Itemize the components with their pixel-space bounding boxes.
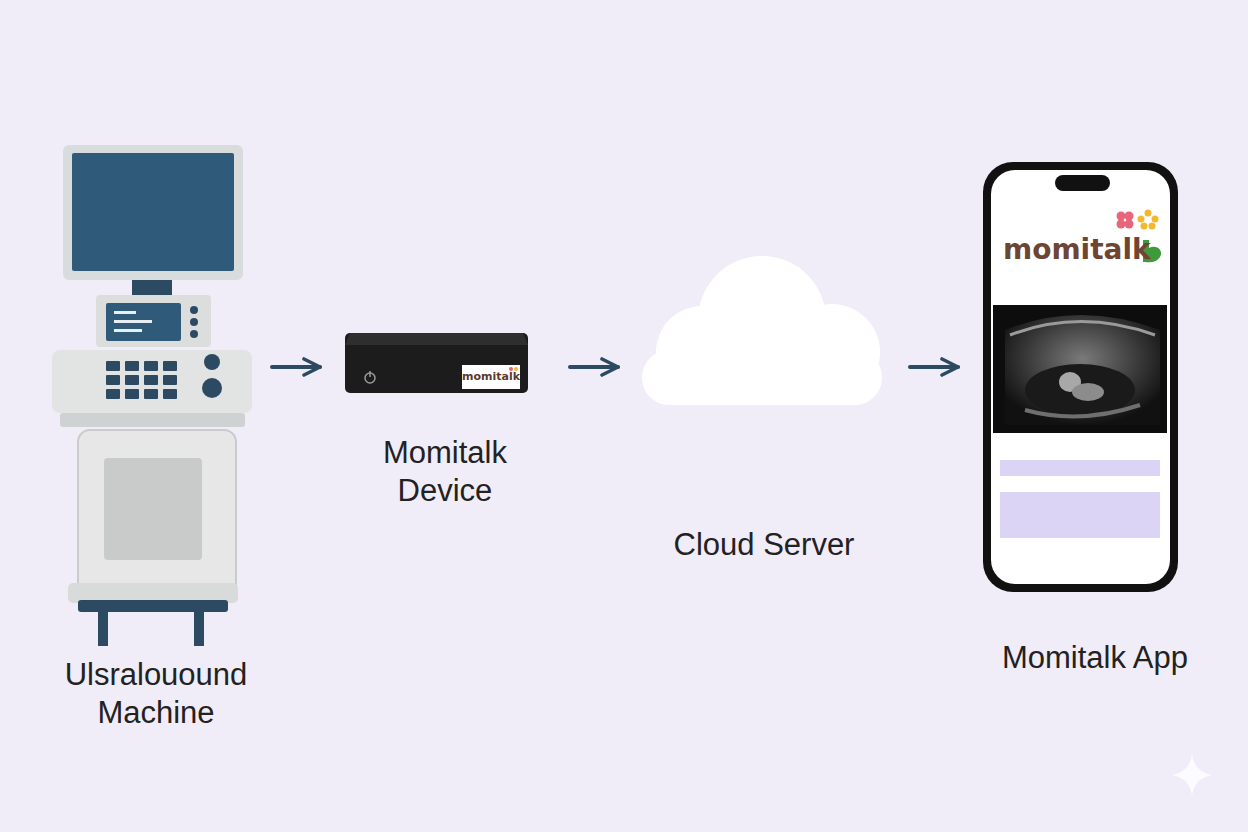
ultrasound-machine-part	[114, 320, 152, 323]
momitalk-device-box	[345, 333, 528, 393]
ultrasound-machine-part	[190, 330, 198, 338]
flow-arrow	[570, 365, 618, 369]
ultrasound-machine-part	[106, 354, 222, 399]
node-label: Momitalk App	[958, 639, 1232, 677]
node-label: Momitalk Device	[365, 434, 525, 510]
smartphone-part	[1143, 240, 1161, 262]
cloud-node: Cloud Server	[618, 250, 910, 570]
ultrasound-machine-part-part	[163, 361, 177, 371]
smartphone-part-part	[1145, 210, 1152, 217]
node-label: Cloud Server	[618, 526, 910, 564]
ultrasound-machine-part-part	[125, 389, 139, 399]
smartphone-part	[1072, 383, 1104, 401]
ultrasound-machine-part	[52, 350, 252, 413]
ultrasound-machine-node: Ulsralouound Machine	[40, 140, 272, 740]
smartphone-part	[1138, 210, 1159, 230]
device-logo: momitalk	[462, 365, 520, 389]
momitalk-device-box-part	[345, 333, 528, 393]
watermark-sparkle-part	[1172, 755, 1212, 795]
ultrasound-machine-part-part	[125, 361, 139, 371]
device-node: momitalkMomitalk Device	[320, 320, 570, 520]
smartphone-part	[1005, 315, 1160, 425]
ultrasound-machine-part	[190, 306, 198, 314]
smartphone-part-part	[1149, 223, 1156, 230]
node-label: Ulsralouound Machine	[40, 656, 272, 732]
ultrasound-machine-part	[72, 153, 234, 271]
watermark-sparkle	[1172, 755, 1212, 795]
smartphone-part	[983, 162, 1178, 592]
ultrasound-machine-part-part	[144, 375, 158, 385]
ultrasound-machine-part	[78, 600, 228, 612]
smartphone-part	[1025, 364, 1135, 416]
ultrasound-machine-part-part	[106, 389, 120, 399]
smartphone-part	[1000, 460, 1160, 476]
smartphone	[983, 162, 1178, 592]
ultrasound-machine-part-part	[144, 389, 158, 399]
ultrasound-machine-part	[194, 612, 204, 646]
smartphone-part-part	[1117, 212, 1126, 221]
smartphone-part	[1010, 322, 1155, 336]
cloud-shape-part	[642, 350, 882, 405]
momitalk-device-box-part	[462, 365, 520, 389]
ultrasound-machine-part-part	[204, 354, 220, 370]
app-node: momitalkMomitalk App	[958, 155, 1232, 685]
ultrasound-machine-part	[98, 612, 108, 646]
ultrasound-machine-part-part	[106, 361, 120, 371]
flow-arrow	[910, 365, 958, 369]
smartphone-part	[991, 170, 1170, 584]
ultrasound-machine-part	[60, 413, 245, 427]
smartphone-part-part	[1138, 216, 1145, 223]
ultrasound-machine-part	[106, 303, 181, 341]
ultrasound-machine-part	[132, 280, 172, 296]
ultrasound-machine-part	[114, 329, 142, 332]
smartphone-part-part	[1125, 212, 1134, 221]
smartphone-part	[1117, 212, 1134, 229]
ultrasound-machine-part-part	[144, 361, 158, 371]
ultrasound-machine-part	[190, 318, 198, 326]
ultrasound-machine-part	[96, 295, 211, 347]
ultrasound-machine-part-part	[163, 389, 177, 399]
ultrasound-machine-part	[104, 458, 202, 560]
smartphone-part-part	[1125, 220, 1134, 229]
smartphone-part-part	[1117, 220, 1126, 229]
ultrasound-machine-part	[63, 145, 243, 280]
ultrasound-machine-part-part	[106, 375, 120, 385]
smartphone-part-part	[1141, 223, 1148, 230]
ultrasound-machine-part-part	[202, 378, 222, 398]
smartphone-part	[1000, 492, 1160, 538]
ultrasound-machine	[52, 145, 252, 646]
smartphone-part	[1025, 405, 1140, 416]
momitalk-device-box-part	[345, 333, 528, 345]
ultrasound-machine-part-part	[125, 375, 139, 385]
ultrasound-machine-part-part	[163, 375, 177, 385]
smartphone-part	[1055, 175, 1110, 191]
app-logo: momitalk	[1003, 232, 1143, 268]
ultrasound-machine-part	[114, 311, 136, 314]
flow-arrow	[272, 365, 320, 369]
ultrasound-machine-part	[78, 430, 236, 595]
smartphone-part	[993, 305, 1167, 433]
cloud-shape	[642, 256, 882, 405]
smartphone-part-part	[1152, 216, 1159, 223]
momitalk-device-box-part	[369, 371, 371, 377]
